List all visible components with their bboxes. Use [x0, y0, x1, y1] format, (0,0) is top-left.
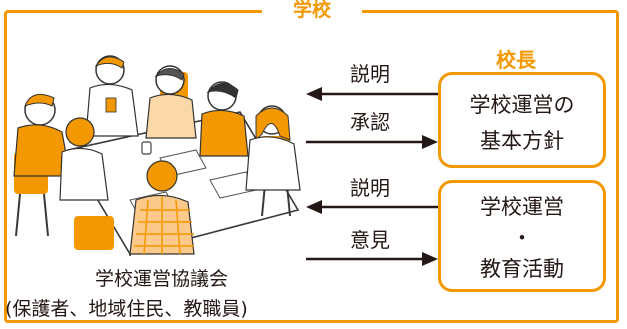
school-operation-line3: 教育活動 — [480, 257, 564, 281]
person-right-back — [199, 81, 249, 157]
explain-label-bottom: 説明 — [350, 176, 390, 200]
council-members-caption: (保護者、地域住民、教職員) — [5, 298, 248, 320]
school-operation-box: 学校運営 ・ 教育活動 — [438, 180, 606, 292]
arrow-right-top — [306, 135, 438, 149]
opinion-label: 意見 — [350, 228, 390, 252]
approve-label: 承認 — [350, 110, 390, 134]
basic-policy-line2: 基本方針 — [480, 129, 564, 153]
council-caption: 学校運営協議会 — [95, 268, 229, 290]
school-operation-line1: 学校運営 — [480, 195, 564, 219]
principal-label: 校長 — [496, 48, 536, 72]
arrow-left-bottom — [306, 200, 438, 214]
person-back-center — [145, 65, 197, 139]
explain-label-top: 説明 — [350, 62, 390, 86]
arrow-right-bottom — [306, 252, 438, 266]
frame-title: 学校 — [262, 0, 362, 22]
person-left — [13, 93, 71, 177]
person-middle — [59, 117, 109, 201]
chair — [74, 216, 114, 250]
person-right — [245, 105, 301, 191]
person-front — [129, 160, 195, 255]
person-back — [85, 55, 139, 137]
council-meeting-illustration — [13, 55, 301, 256]
basic-policy-line1: 学校運営の — [469, 93, 575, 117]
basic-policy-box: 学校運営の 基本方針 — [438, 72, 606, 168]
cup — [141, 141, 152, 155]
arrow-left-top — [306, 87, 438, 101]
school-operation-line2: ・ — [511, 226, 533, 250]
